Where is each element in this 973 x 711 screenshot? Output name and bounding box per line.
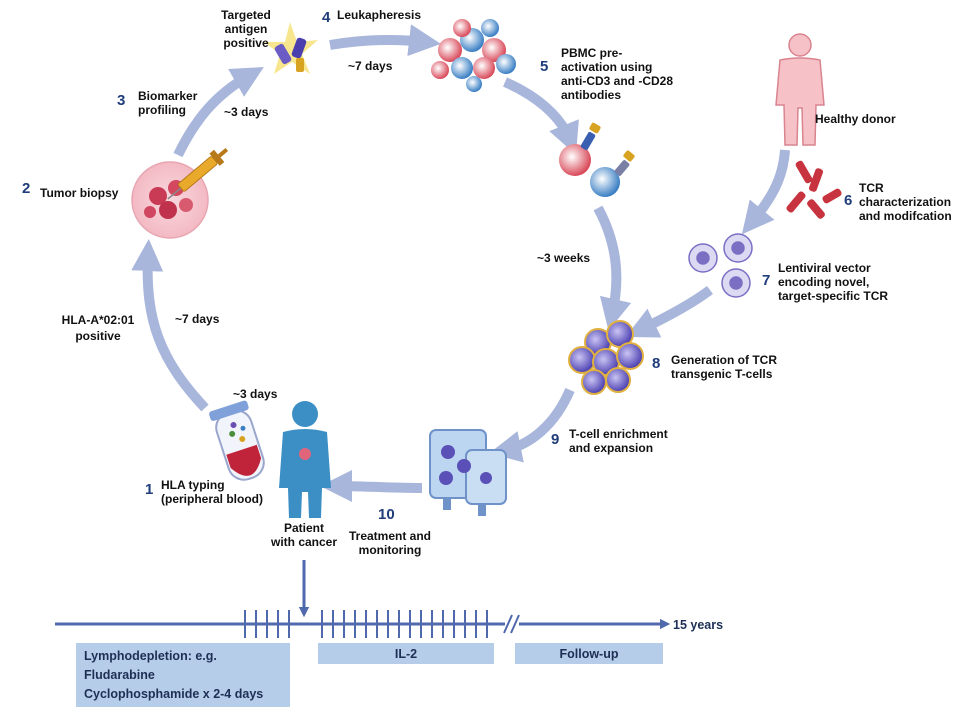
patient-label-line-1: Patient (284, 521, 324, 535)
step-6-label-line-2: characterization (859, 195, 951, 209)
step-8-number: 8 (652, 355, 660, 372)
arrow-4-to-5 (502, 77, 579, 155)
pbmc-activation-icon (559, 122, 635, 197)
step-6-label-line-3: and modifcation (859, 209, 952, 223)
followup-box (515, 643, 663, 664)
step-3-label-line-1: Biomarker (138, 89, 198, 103)
step-7-label-line-1: Lentiviral vector (778, 261, 871, 275)
targeted-label-line-1: Targeted (221, 8, 271, 22)
il2-label: IL-2 (395, 647, 417, 661)
step-6-number: 6 (844, 192, 852, 209)
arrow-8-to-9 (489, 387, 575, 463)
duration-3-to-4: ~7 days (348, 59, 393, 73)
lymphodepletion-line-3: Cyclophosphamide x 2-4 days (84, 687, 263, 701)
timeline-ticks-il2 (321, 610, 488, 638)
step-9-number: 9 (551, 431, 559, 448)
step-4-number: 4 (322, 9, 331, 26)
arrow-7-to-8 (625, 285, 713, 338)
step-2-label: Tumor biopsy (40, 186, 119, 200)
lymphodepletion-line-1: Lymphodepletion: e.g. (84, 649, 217, 663)
healthy-donor-figure (775, 33, 825, 146)
step-5-label-line-1: PBMC pre- (561, 46, 622, 60)
step-5-label-line-4: antibodies (561, 88, 621, 102)
step-10-number: 10 (378, 506, 395, 523)
tcr-molecules-icon (786, 160, 842, 219)
arrow-donor-to-7 (741, 149, 790, 235)
step-3-label-line-2: profiling (138, 103, 186, 117)
step-2-number: 2 (22, 180, 30, 197)
step-7-number: 7 (762, 272, 770, 289)
duration-step-1: ~3 days (233, 387, 278, 401)
timeline-break-icon (503, 614, 520, 634)
cycle-arrows (131, 24, 790, 503)
step-7-label-line-2: encoding novel, (778, 275, 869, 289)
arrow-5-to-8 (593, 205, 632, 331)
step-1-number: 1 (145, 481, 153, 498)
tumor-biopsy-icon (131, 147, 229, 239)
patient-label-line-2: with cancer (270, 535, 337, 549)
step-3-number: 3 (117, 92, 125, 109)
arrow-2-to-3 (173, 67, 264, 158)
step-9-label-line-2: and expansion (569, 441, 653, 455)
hla-label-line-1: HLA-A*02:01 (62, 313, 135, 327)
leukocyte-cluster-icon (431, 19, 516, 92)
timeline-ticks-lymphodepletion (244, 610, 290, 638)
lymphodepletion-line-2: Fludarabine (84, 668, 155, 682)
targeted-label-line-2: antigen (225, 22, 268, 36)
il2-box (318, 643, 494, 664)
infusion-bag-icon (429, 429, 507, 516)
blood-tube-icon (209, 400, 265, 481)
followup-label: Follow-up (559, 647, 618, 661)
step-10-label-line-1: Treatment and (349, 529, 431, 543)
step-8-label-line-1: Generation of TCR (671, 353, 777, 367)
arrow-10-to-patient (319, 470, 423, 503)
duration-1-to-2: ~7 days (175, 312, 220, 326)
arrow-1-to-2 (131, 239, 209, 412)
healthy-donor-label: Healthy donor (815, 112, 896, 126)
timeline-end-label: 15 years (673, 618, 723, 632)
step-1-label-line-2: (peripheral blood) (161, 492, 263, 506)
step-4-label: Leukapheresis (337, 8, 421, 22)
syringe-icon (167, 147, 229, 200)
step-1-label-line-1: HLA typing (161, 478, 225, 492)
duration-2-to-3: ~3 days (224, 105, 269, 119)
step-5-label-line-3: anti-CD3 and -CD28 (561, 74, 673, 88)
transgenic-tcells-icon (568, 320, 644, 395)
step-8-label-line-2: transgenic T-cells (671, 367, 773, 381)
lymphodepletion-box (76, 643, 290, 707)
patient-figure (279, 401, 331, 518)
hla-label-line-2: positive (75, 329, 121, 343)
step-9-label-line-1: T-cell enrichment (569, 427, 668, 441)
timeline: 15 years Lymphodepletion: e.g. Fludarabi… (55, 560, 723, 707)
lentiviral-vector-icon (688, 233, 753, 298)
antigen-star-icon (264, 22, 318, 74)
step-7-label-line-3: target-specific TCR (778, 289, 888, 303)
step-10-label-line-2: monitoring (359, 543, 422, 557)
targeted-label-line-3: positive (223, 36, 269, 50)
step-5-label-line-2: activation using (561, 60, 652, 74)
arrow-3-to-4 (329, 24, 441, 57)
step-5-number: 5 (540, 58, 548, 75)
step-6-label-line-1: TCR (859, 181, 884, 195)
duration-5-to-8: ~3 weeks (537, 251, 590, 265)
